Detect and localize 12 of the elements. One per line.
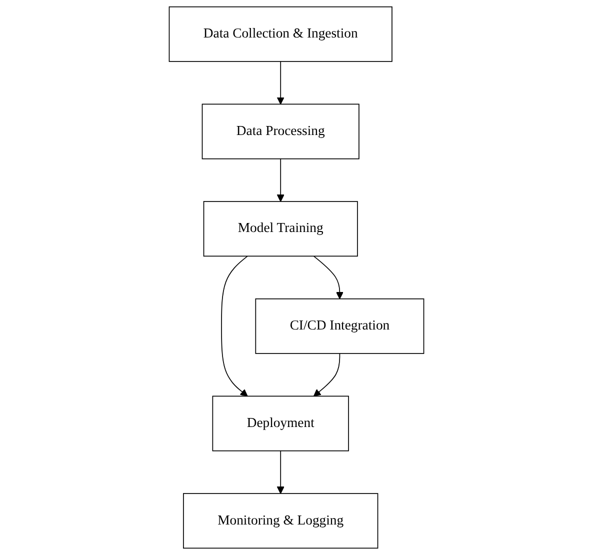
arrow xyxy=(276,450,284,494)
arrow xyxy=(313,353,340,397)
node-box: Data Processing xyxy=(202,104,360,160)
arrow xyxy=(313,256,344,300)
node-box: Model Training xyxy=(203,201,358,257)
node-box: CI/CD Integration xyxy=(255,298,424,354)
arrow xyxy=(276,158,284,202)
arrow xyxy=(221,256,248,397)
node-box: Deployment xyxy=(212,396,349,452)
node-box: Monitoring & Logging xyxy=(183,493,378,549)
arrow xyxy=(276,61,284,104)
node-box: Data Collection & Ingestion xyxy=(168,6,392,62)
